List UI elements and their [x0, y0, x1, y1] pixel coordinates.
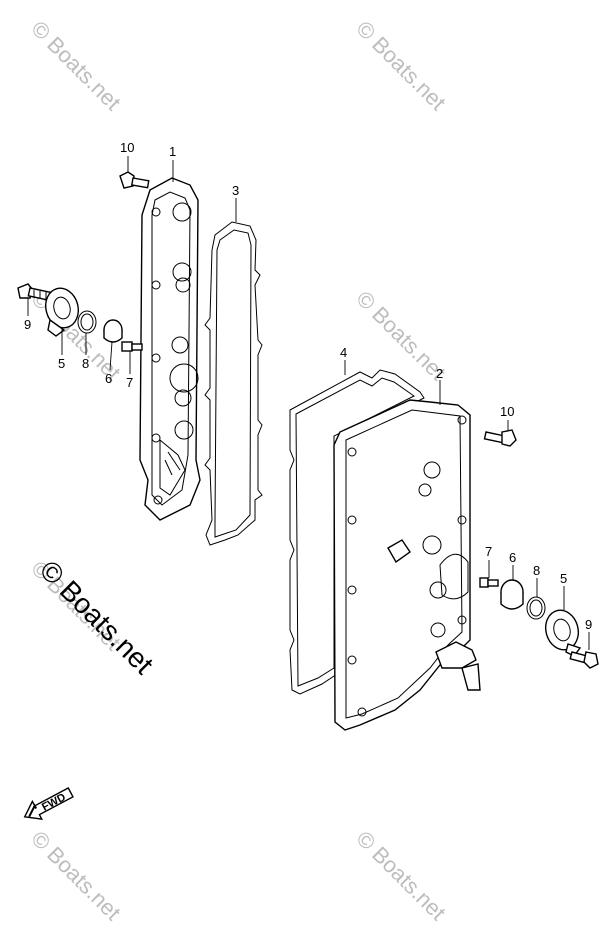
callout-3: 3 — [232, 183, 239, 198]
part-5-cover-plate-right — [545, 609, 582, 657]
part-2-cover-right — [333, 399, 481, 731]
callout-6-left: 6 — [105, 371, 112, 386]
watermark-bottom-left: © Boats.net — [26, 826, 125, 925]
callout-1: 1 — [169, 144, 176, 159]
callout-2: 2 — [436, 366, 443, 381]
side-copyright: © Boats.net — [34, 554, 160, 680]
watermark-bottom-right: © Boats.net — [351, 826, 450, 925]
part-6-anode-left — [103, 319, 123, 343]
fwd-arrow-icon: FWD — [23, 787, 74, 820]
callout-7-right: 7 — [485, 544, 492, 559]
leader-lines — [27, 156, 590, 650]
part-10-bolt-left — [119, 171, 150, 189]
part-6-anode-right — [500, 579, 524, 610]
callout-5-left: 5 — [58, 356, 65, 371]
watermark-top-left: © Boats.net — [26, 16, 125, 115]
callout-10-right: 10 — [500, 404, 514, 419]
callout-5-right: 5 — [560, 571, 567, 586]
callout-4: 4 — [340, 345, 347, 360]
callout-10-left: 10 — [120, 140, 134, 155]
watermark-top-right: © Boats.net — [351, 16, 450, 115]
callout-8-left: 8 — [82, 356, 89, 371]
callout-6-right: 6 — [509, 550, 516, 565]
callout-7-left: 7 — [126, 375, 133, 390]
part-9-bolt-left — [17, 283, 53, 302]
part-10-bolt-right — [483, 429, 517, 447]
part-5-cover-plate-left — [45, 287, 79, 337]
callout-8-right: 8 — [533, 563, 540, 578]
part-7-screw-left — [121, 341, 143, 352]
part-1-cover-left — [139, 177, 201, 521]
callout-numbers: 1 10 3 9 5 8 6 7 4 2 10 7 6 8 5 9 — [24, 140, 592, 632]
part-8-oring-left — [77, 310, 97, 334]
part-7-screw-right — [479, 577, 499, 588]
part-3-gasket-left — [204, 221, 263, 546]
callout-9-left: 9 — [24, 317, 31, 332]
callout-9-right: 9 — [585, 617, 592, 632]
part-9-bolt-right — [569, 651, 599, 669]
fwd-label: FWD — [40, 791, 68, 813]
part-4-gasket-right — [289, 369, 425, 695]
part-8-oring-right — [526, 596, 546, 620]
